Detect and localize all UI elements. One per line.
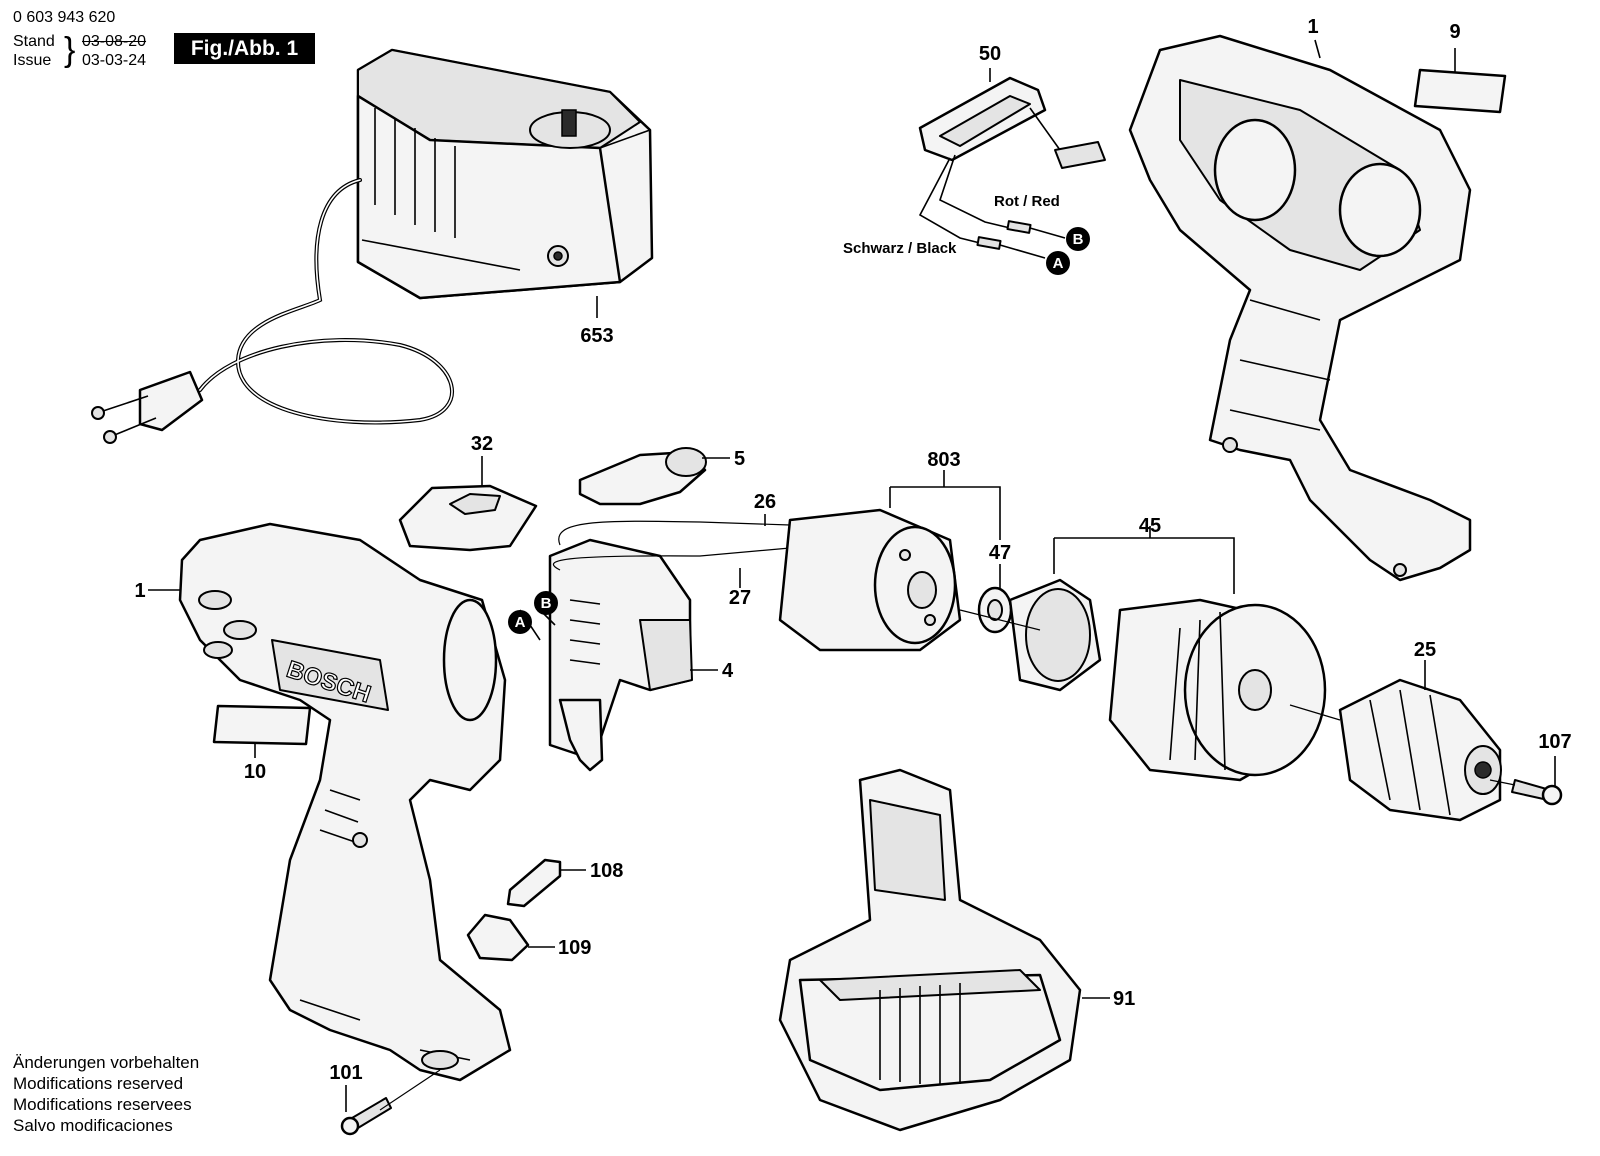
holder-109-drawing xyxy=(466,913,530,962)
connector-a-marker xyxy=(1046,251,1070,275)
housing-left-drawing: BOSCH xyxy=(178,522,512,1082)
knob-5-drawing xyxy=(578,447,707,506)
part-label-1-right: 1 xyxy=(1307,16,1318,38)
motor-803-drawing xyxy=(778,508,962,652)
part-label-107: 107 xyxy=(1538,731,1571,753)
part-label-27: 27 xyxy=(729,587,751,609)
note-en: Modifications reserved xyxy=(13,1074,184,1093)
wire-black-label: Schwarz / Black xyxy=(843,240,957,257)
part-label-26: 26 xyxy=(754,491,776,513)
part-label-10: 10 xyxy=(244,761,266,783)
part-label-4: 4 xyxy=(722,660,734,682)
screw-101-drawing xyxy=(340,1097,392,1136)
issue-date: 03-03-24 xyxy=(82,52,147,69)
connector-b-text: B xyxy=(1073,231,1084,248)
switch-connector-a-marker xyxy=(508,610,532,634)
cover-32-drawing xyxy=(398,484,538,552)
leader-lines xyxy=(148,39,1556,1112)
part-label-5: 5 xyxy=(734,448,745,470)
housing-right-drawing xyxy=(1128,34,1472,582)
part-label-108: 108 xyxy=(590,860,623,882)
wire-red-label: Rot / Red xyxy=(994,193,1060,210)
stand-date: 03-08-20 xyxy=(82,33,147,50)
part-label-1-left: 1 xyxy=(134,580,145,602)
connector-b-marker xyxy=(1066,227,1090,251)
note-es: Salvo modificaciones xyxy=(13,1116,173,1135)
switch-connector-b-marker xyxy=(534,591,558,615)
part-label-803: 803 xyxy=(927,449,960,471)
screw-107-drawing xyxy=(1511,779,1563,806)
charger-drawing xyxy=(356,48,654,300)
switch-4-drawing xyxy=(548,538,693,772)
pinion-47-drawing xyxy=(977,586,1013,634)
note-de: Änderungen vorbehalten xyxy=(13,1053,200,1072)
figure-badge: Fig./Abb. 1 xyxy=(174,33,315,64)
chuck-25-drawing xyxy=(1338,678,1502,822)
part-label-101: 101 xyxy=(329,1062,362,1084)
bit-108-drawing xyxy=(506,858,562,908)
part-label-25: 25 xyxy=(1414,639,1436,661)
part-label-47: 47 xyxy=(989,542,1011,564)
label-10-drawing xyxy=(212,704,312,746)
part-label-45: 45 xyxy=(1139,515,1161,537)
switch-connector-b-text: B xyxy=(541,595,552,612)
battery-91-drawing xyxy=(778,768,1082,1132)
brace-icon: } xyxy=(64,31,76,69)
plug-icon xyxy=(91,370,204,444)
gearbox-45-drawing xyxy=(1008,578,1327,782)
label-9-drawing xyxy=(1413,68,1507,114)
part-label-32: 32 xyxy=(471,433,493,455)
battery-contact-drawing xyxy=(918,76,1106,259)
part-label-91: 91 xyxy=(1113,988,1135,1010)
note-fr: Modifications reservees xyxy=(13,1095,192,1114)
part-label-109: 109 xyxy=(558,937,591,959)
part-label-50: 50 xyxy=(979,43,1001,65)
modification-notes: Änderungen vorbehalten Modifications res… xyxy=(13,1052,199,1136)
doc-number: 0 603 943 620 xyxy=(13,9,116,26)
switch-connector-a-text: A xyxy=(515,614,526,631)
switch-wires xyxy=(552,520,791,571)
connector-a-text: A xyxy=(1053,255,1064,272)
part-label-653: 653 xyxy=(580,325,613,347)
part-label-9: 9 xyxy=(1449,21,1460,43)
issue-label: Issue xyxy=(13,52,52,69)
stand-label: Stand xyxy=(13,33,55,50)
